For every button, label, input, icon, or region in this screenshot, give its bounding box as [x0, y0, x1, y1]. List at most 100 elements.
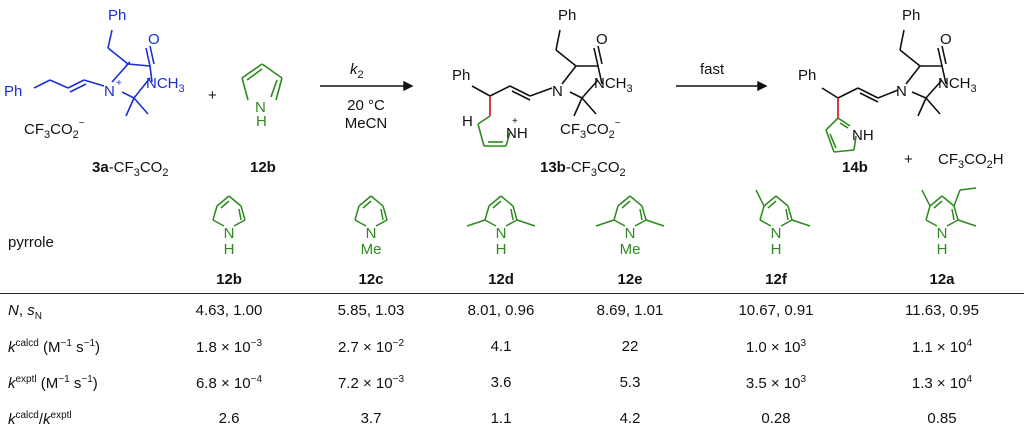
pyrrole-12f	[755, 189, 811, 227]
column-header-12c: 12c	[358, 271, 383, 288]
table-cell: 3.7	[360, 410, 382, 427]
phenyl-label: Ph	[4, 83, 22, 100]
table-cell: 22	[621, 338, 639, 355]
table-cell: 10.67, 0.91	[738, 302, 814, 319]
amine-n-label: N	[896, 83, 907, 100]
table-cell: 8.69, 1.01	[596, 302, 664, 319]
table-row: kcalcd/kexptl 2.6 3.7 1.1 4.2 0.28 0.85	[0, 404, 1024, 438]
table-row: N, sN 4.63, 1.00 5.85, 1.03 8.01, 0.96 8.69…	[0, 296, 1024, 330]
table-cell: 1.3 × 104	[911, 374, 973, 392]
pyrrole-12c	[354, 195, 388, 227]
pyrrole-n-substituent: Me	[620, 241, 641, 258]
plus-sign: +	[904, 151, 913, 168]
table-cell: 1.0 × 103	[745, 338, 807, 356]
table-title: pyrrole	[8, 234, 54, 251]
table-cell: 4.63, 1.00	[195, 302, 263, 319]
table-cell: 3.5 × 103	[745, 374, 807, 392]
counterion-label: CF3CO2−	[560, 118, 621, 141]
phenyl-label: Ph	[798, 67, 816, 84]
table-cell: 7.2 × 10−3	[337, 374, 405, 392]
table-cell: 1.1 × 104	[911, 338, 973, 356]
byproduct-label: CF3CO2H	[938, 151, 1004, 171]
column-header-12d: 12d	[488, 271, 514, 288]
pyrrole-n-substituent: H	[771, 241, 782, 258]
pyrrole-h-label: H	[256, 113, 267, 130]
table-cell: 4.2	[619, 410, 641, 427]
pyrrole-n-substituent: H	[496, 241, 507, 258]
table-cell: 5.85, 1.03	[337, 302, 405, 319]
compound-label-3a: 3a-CF3CO2	[92, 159, 168, 179]
pyrrole-12b	[241, 63, 283, 101]
pyrrole-n-label: N	[771, 225, 782, 242]
table-cell: 6.8 × 10−4	[195, 374, 263, 392]
table-cell: 5.3	[619, 374, 641, 391]
column-header-12b: 12b	[216, 271, 242, 288]
column-header-12e: 12e	[617, 271, 642, 288]
pyrrole-nh-label: NH	[852, 127, 874, 144]
pyrrole-n-label: N	[625, 225, 636, 242]
amine-n-label: N	[552, 83, 563, 100]
iminium-ion-3a	[33, 29, 155, 117]
pyrrole-n-substituent: H	[937, 241, 948, 258]
table-cell: 8.01, 0.96	[467, 302, 535, 319]
row-label-ratio: kcalcd/kexptl	[8, 410, 72, 428]
table-row: kexptl (M−1 s−1) 6.8 × 10−4 7.2 × 10−3 3.6…	[0, 368, 1024, 402]
table-cell: 2.7 × 10−2	[337, 338, 405, 356]
table-cell: 3.6	[490, 374, 512, 391]
carbonyl-o-label: O	[596, 31, 608, 48]
positive-charge: +	[512, 116, 518, 127]
plus-sign: +	[208, 87, 217, 104]
compound-label-12b: 12b	[250, 159, 276, 176]
fast-label: fast	[700, 61, 725, 78]
table-cell: 1.1	[490, 410, 512, 427]
n-methyl-label: NCH3	[594, 75, 633, 95]
table-cell: 0.85	[927, 410, 957, 427]
table-cell: 11.63, 0.95	[905, 302, 979, 319]
pyrrole-12e	[595, 195, 665, 227]
temperature-label: 20 °C	[347, 97, 385, 114]
carbonyl-o-label: O	[148, 31, 160, 48]
pyrrole-n-substituent: H	[224, 241, 235, 258]
table-cell: 1.8 × 10−3	[195, 338, 263, 356]
phenyl-label: Ph	[108, 7, 126, 24]
pyrrole-12a	[921, 187, 977, 227]
pyrrole-nh-label: N	[255, 99, 266, 116]
carbonyl-o-label: O	[940, 31, 952, 48]
positive-charge: +	[116, 78, 122, 89]
table-cell: 4.1	[490, 338, 512, 355]
rate-constant-label: k2	[350, 61, 364, 81]
compound-label-14b: 14b	[842, 159, 868, 176]
pyrrolyl-ring	[825, 117, 857, 153]
iminium-n-label: N	[104, 83, 115, 100]
n-methyl-label: NCH3	[146, 75, 185, 95]
table-divider	[0, 293, 1024, 294]
product-14b	[821, 29, 947, 117]
pyrrole-n-label: N	[937, 225, 948, 242]
pyrrole-n-label: N	[496, 225, 507, 242]
phenyl-label: Ph	[558, 7, 576, 24]
reaction-scheme: Ph Ph O N + NCH3 CF3CO2− 3a-CF3CO2 + N H…	[4, 7, 1004, 288]
n-methyl-label: NCH3	[938, 75, 977, 95]
sp3-h-label: H	[462, 113, 473, 130]
intermediate-13b	[477, 115, 511, 147]
pyrrole-n-label: N	[224, 225, 235, 242]
row-label-nucleophilicity: N, sN	[8, 302, 42, 322]
table-cell: 0.28	[761, 410, 791, 427]
row-label-kcalcd: kcalcd (M−1 s−1)	[8, 338, 101, 356]
solvent-label: MeCN	[345, 115, 388, 132]
reaction-arrow-2	[676, 80, 768, 92]
compound-label-13b: 13b-CF3CO2	[540, 159, 626, 179]
phenyl-label: Ph	[902, 7, 920, 24]
pyrrole-12d	[466, 195, 536, 227]
column-header-12f: 12f	[765, 271, 788, 288]
counterion-label: CF3CO2−	[24, 118, 85, 141]
table-cell: 2.6	[218, 410, 240, 427]
table-row: kcalcd (M−1 s−1) 1.8 × 10−3 2.7 × 10−2 4.1…	[0, 332, 1024, 366]
pyrrole-n-substituent: Me	[361, 241, 382, 258]
pyrrolium-nh-label: NH	[506, 125, 528, 142]
pyrrole-12b	[212, 195, 246, 227]
phenyl-label: Ph	[452, 67, 470, 84]
reaction-arrow-1	[320, 80, 414, 92]
row-label-kexptl: kexptl (M−1 s−1)	[8, 374, 98, 392]
